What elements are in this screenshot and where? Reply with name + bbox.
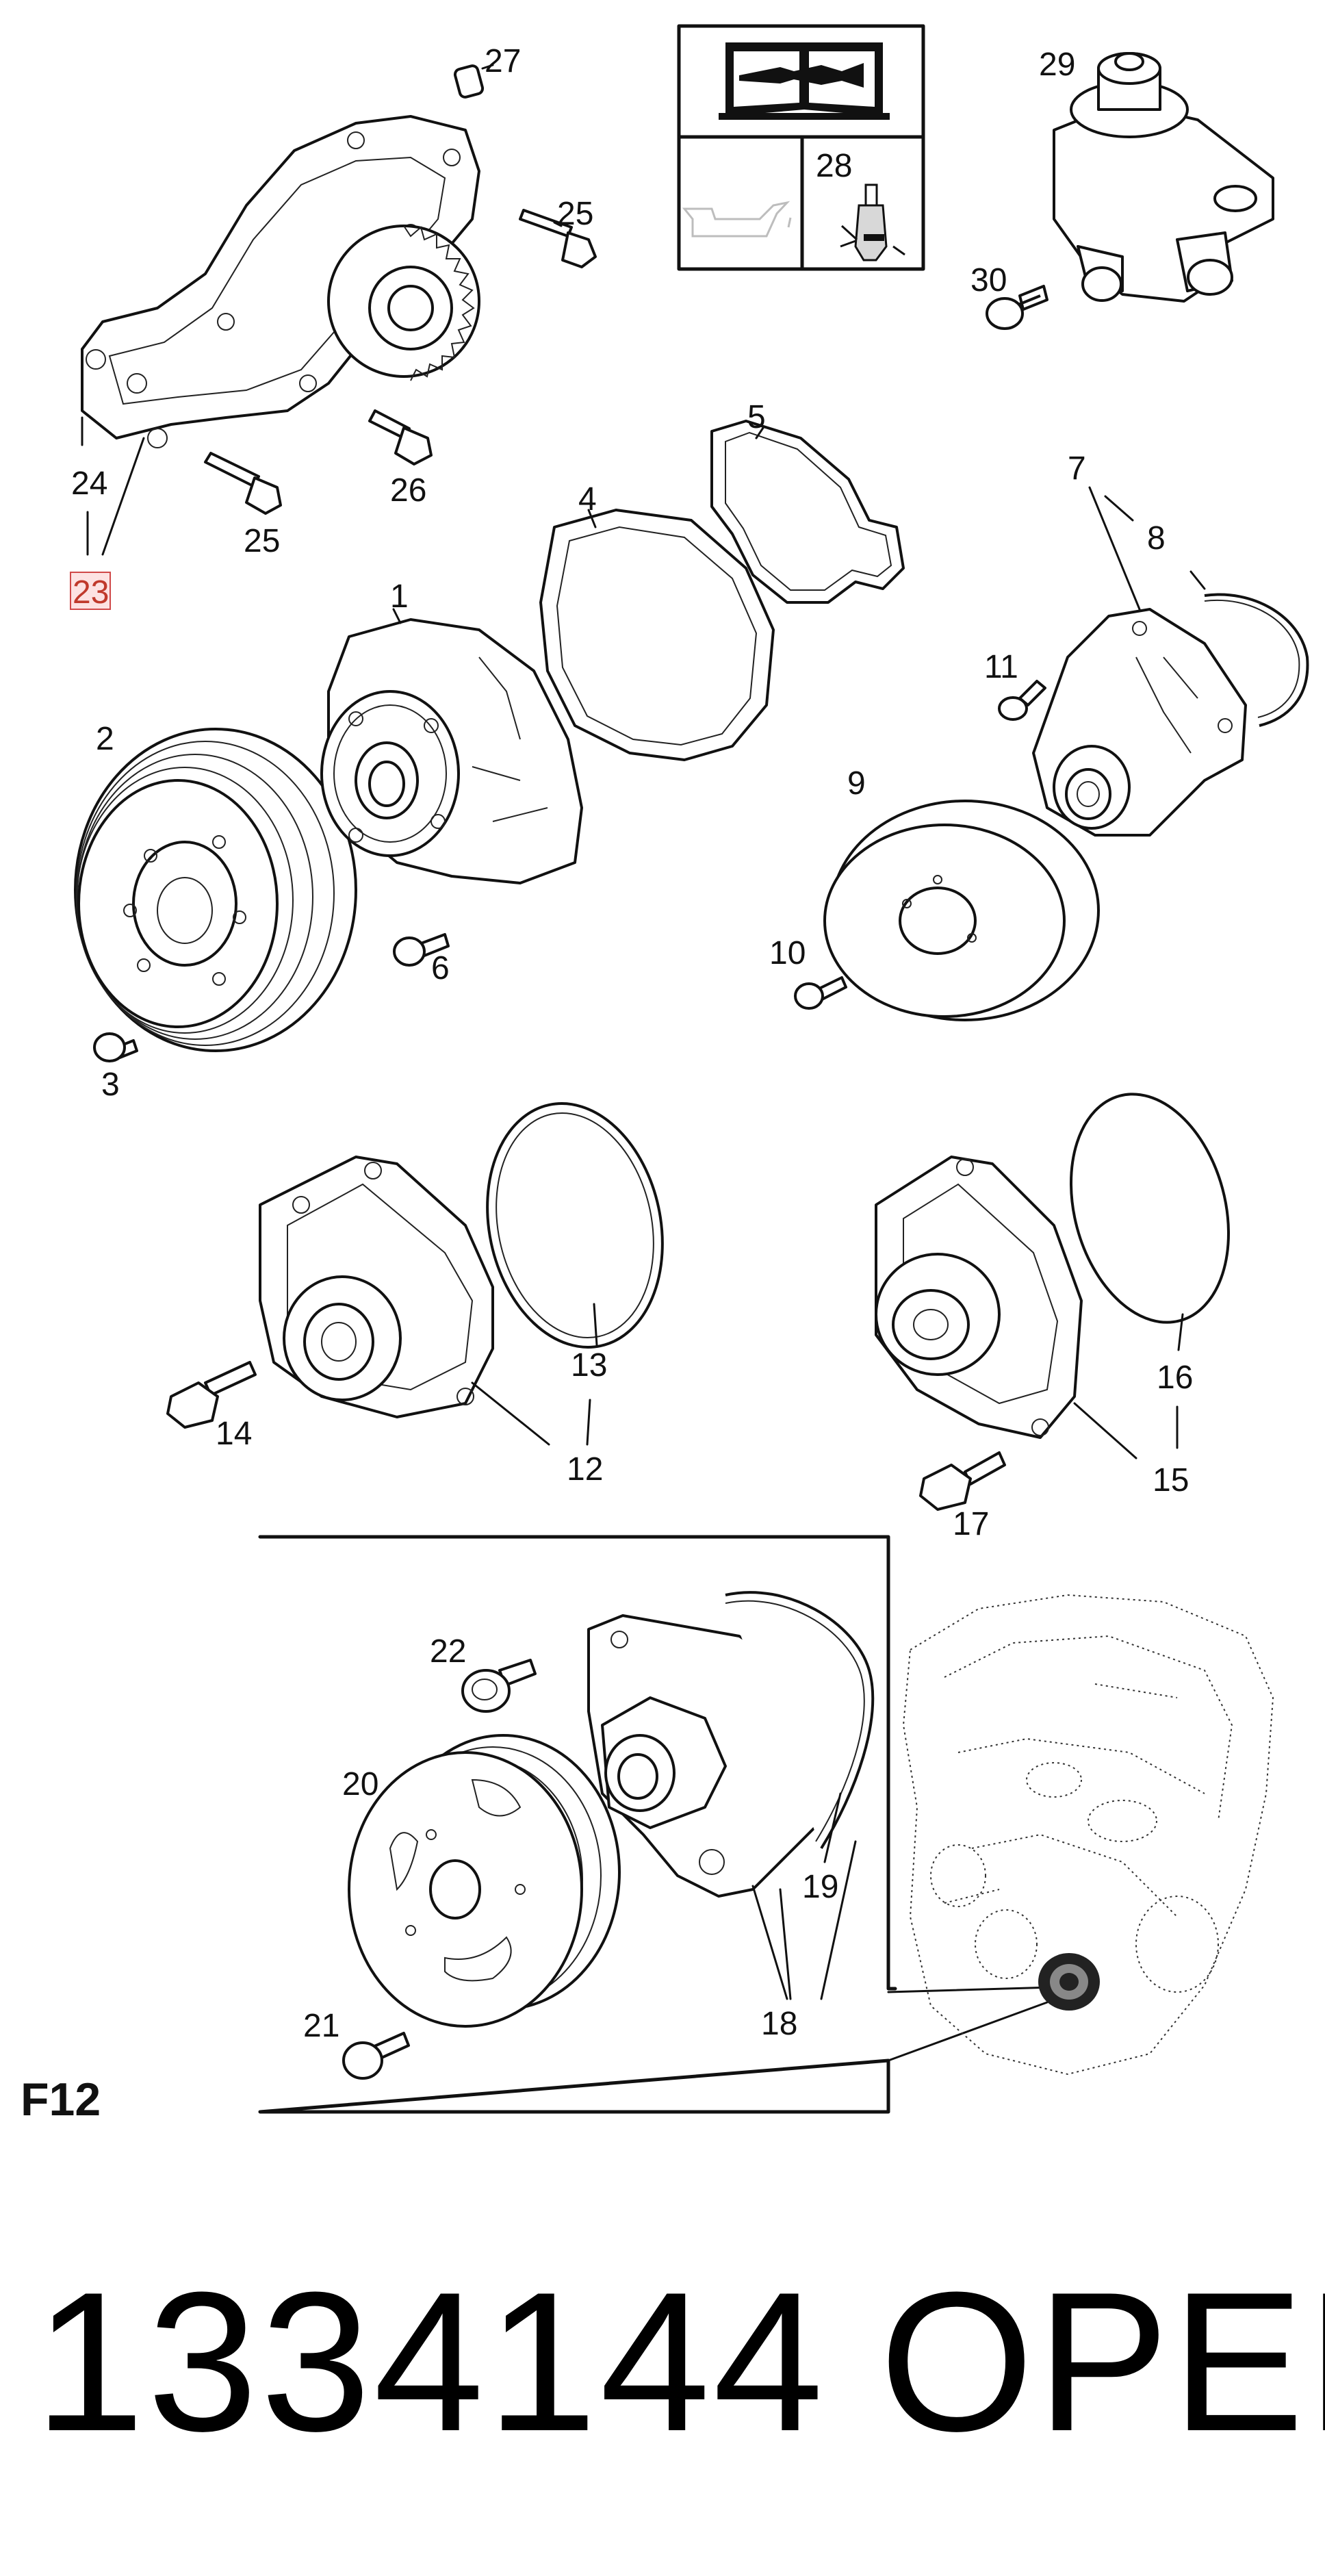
callout-23-highlight: 23 bbox=[70, 572, 111, 611]
callout-28: 28 bbox=[816, 148, 852, 184]
pulley-20 bbox=[348, 1734, 621, 2028]
housing-15 bbox=[875, 1156, 1083, 1439]
callout-14: 14 bbox=[216, 1416, 252, 1452]
gasket-4 bbox=[539, 509, 775, 761]
bolt-10 bbox=[794, 976, 847, 1010]
callout-7: 7 bbox=[1068, 450, 1086, 487]
pulley-9 bbox=[823, 800, 1100, 1021]
gasket-16 bbox=[1069, 1093, 1231, 1324]
bolt-21 bbox=[342, 2032, 410, 2080]
callout-2: 2 bbox=[96, 721, 114, 757]
engine-location-sketch bbox=[902, 1594, 1274, 2076]
bolt-25-top bbox=[519, 209, 597, 268]
callout-19: 19 bbox=[802, 1869, 838, 1905]
callout-5: 5 bbox=[747, 399, 766, 435]
bolt-3 bbox=[93, 1032, 138, 1062]
footer-part-number: 1334144 bbox=[34, 2251, 826, 2473]
bolt-11 bbox=[998, 680, 1046, 721]
bolt-14 bbox=[166, 1361, 257, 1429]
bolt-27 bbox=[453, 64, 485, 99]
pulley-2 bbox=[74, 728, 357, 1052]
callout-8: 8 bbox=[1147, 520, 1166, 557]
callout-18: 18 bbox=[761, 2006, 797, 2042]
engine-pump-location-marker bbox=[1038, 1953, 1100, 2011]
callout-11: 11 bbox=[984, 649, 1018, 685]
callout-30: 30 bbox=[970, 262, 1007, 298]
callout-10: 10 bbox=[769, 935, 806, 971]
service-symbol-box bbox=[677, 24, 925, 271]
bolt-25-bottom bbox=[204, 452, 282, 515]
sealant-tube-icon bbox=[840, 183, 905, 262]
callout-22: 22 bbox=[430, 1633, 466, 1670]
oil-can-icon bbox=[682, 201, 792, 238]
manual-wrench-icon bbox=[719, 42, 890, 120]
callout-3: 3 bbox=[101, 1067, 120, 1103]
callout-16: 16 bbox=[1157, 1360, 1193, 1396]
callout-25-bottom: 25 bbox=[244, 523, 280, 559]
callout-25-top: 25 bbox=[557, 196, 593, 232]
callout-9: 9 bbox=[847, 765, 866, 802]
callout-20: 20 bbox=[342, 1766, 378, 1802]
callout-13: 13 bbox=[571, 1347, 607, 1383]
sheet-code: F12 bbox=[21, 2074, 101, 2126]
bolt-6 bbox=[393, 933, 450, 967]
water-pump-1 bbox=[320, 618, 583, 884]
callout-29: 29 bbox=[1039, 47, 1075, 83]
callout-6: 6 bbox=[431, 950, 450, 986]
gasket-19 bbox=[725, 1591, 875, 1850]
bolt-26 bbox=[368, 409, 433, 466]
callout-26: 26 bbox=[390, 472, 426, 509]
bolt-30 bbox=[986, 285, 1049, 330]
callout-24: 24 bbox=[71, 466, 107, 502]
pump-impeller-gear bbox=[327, 225, 480, 381]
callout-4: 4 bbox=[578, 481, 597, 518]
detail-box-frame bbox=[258, 1535, 897, 2114]
footer-brand: OPEL bbox=[879, 2251, 1325, 2473]
gasket-5 bbox=[710, 420, 905, 604]
bolt-22 bbox=[461, 1659, 537, 1713]
callout-27: 27 bbox=[485, 43, 521, 79]
callout-1: 1 bbox=[390, 578, 409, 615]
callout-12: 12 bbox=[567, 1451, 603, 1488]
callout-15: 15 bbox=[1153, 1462, 1189, 1499]
auxiliary-pump-29 bbox=[1053, 52, 1274, 303]
oring-13 bbox=[486, 1102, 664, 1349]
bolt-17 bbox=[919, 1451, 1006, 1511]
housing-12 bbox=[259, 1156, 494, 1418]
water-pump-7 bbox=[1032, 608, 1247, 837]
oring-8 bbox=[1204, 593, 1309, 727]
callout-21: 21 bbox=[303, 2008, 339, 2044]
callout-17: 17 bbox=[953, 1506, 989, 1542]
svg-text:23: 23 bbox=[73, 574, 109, 611]
